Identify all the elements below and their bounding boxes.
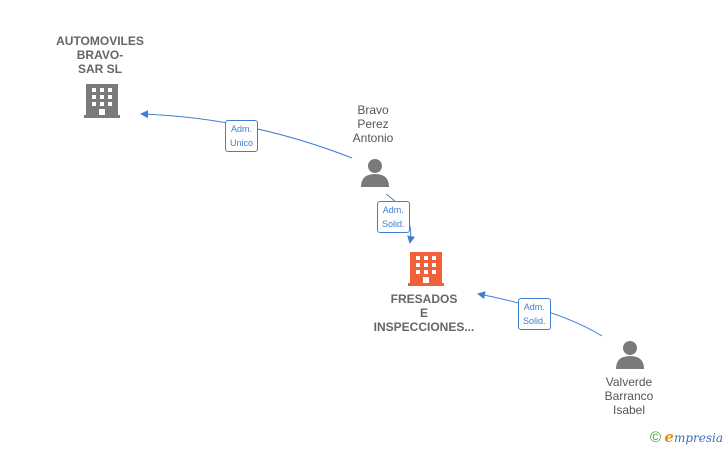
node-label-fresados[interactable]: FRESADOS E INSPECCIONES... [373,292,475,334]
node-label-bravo[interactable]: Bravo Perez Antonio [352,103,394,145]
person-icon[interactable] [616,341,644,369]
building-icon[interactable] [84,84,120,118]
building-icon[interactable] [408,252,444,286]
edge-tag-adm-solid: Adm. Solid. [377,201,410,233]
node-label-valverde[interactable]: Valverde Barranco Isabel [604,375,654,417]
person-icon[interactable] [361,159,389,187]
copyright-icon: © [650,429,662,446]
node-label-automoviles[interactable]: AUTOMOVILES BRAVO- SAR SL [56,34,144,76]
brand-logo: © empresia [650,428,724,446]
edge-tag-adm-solid: Adm. Solid. [518,298,551,330]
edge-tag-adm-unico: Adm. Unico [225,120,259,152]
